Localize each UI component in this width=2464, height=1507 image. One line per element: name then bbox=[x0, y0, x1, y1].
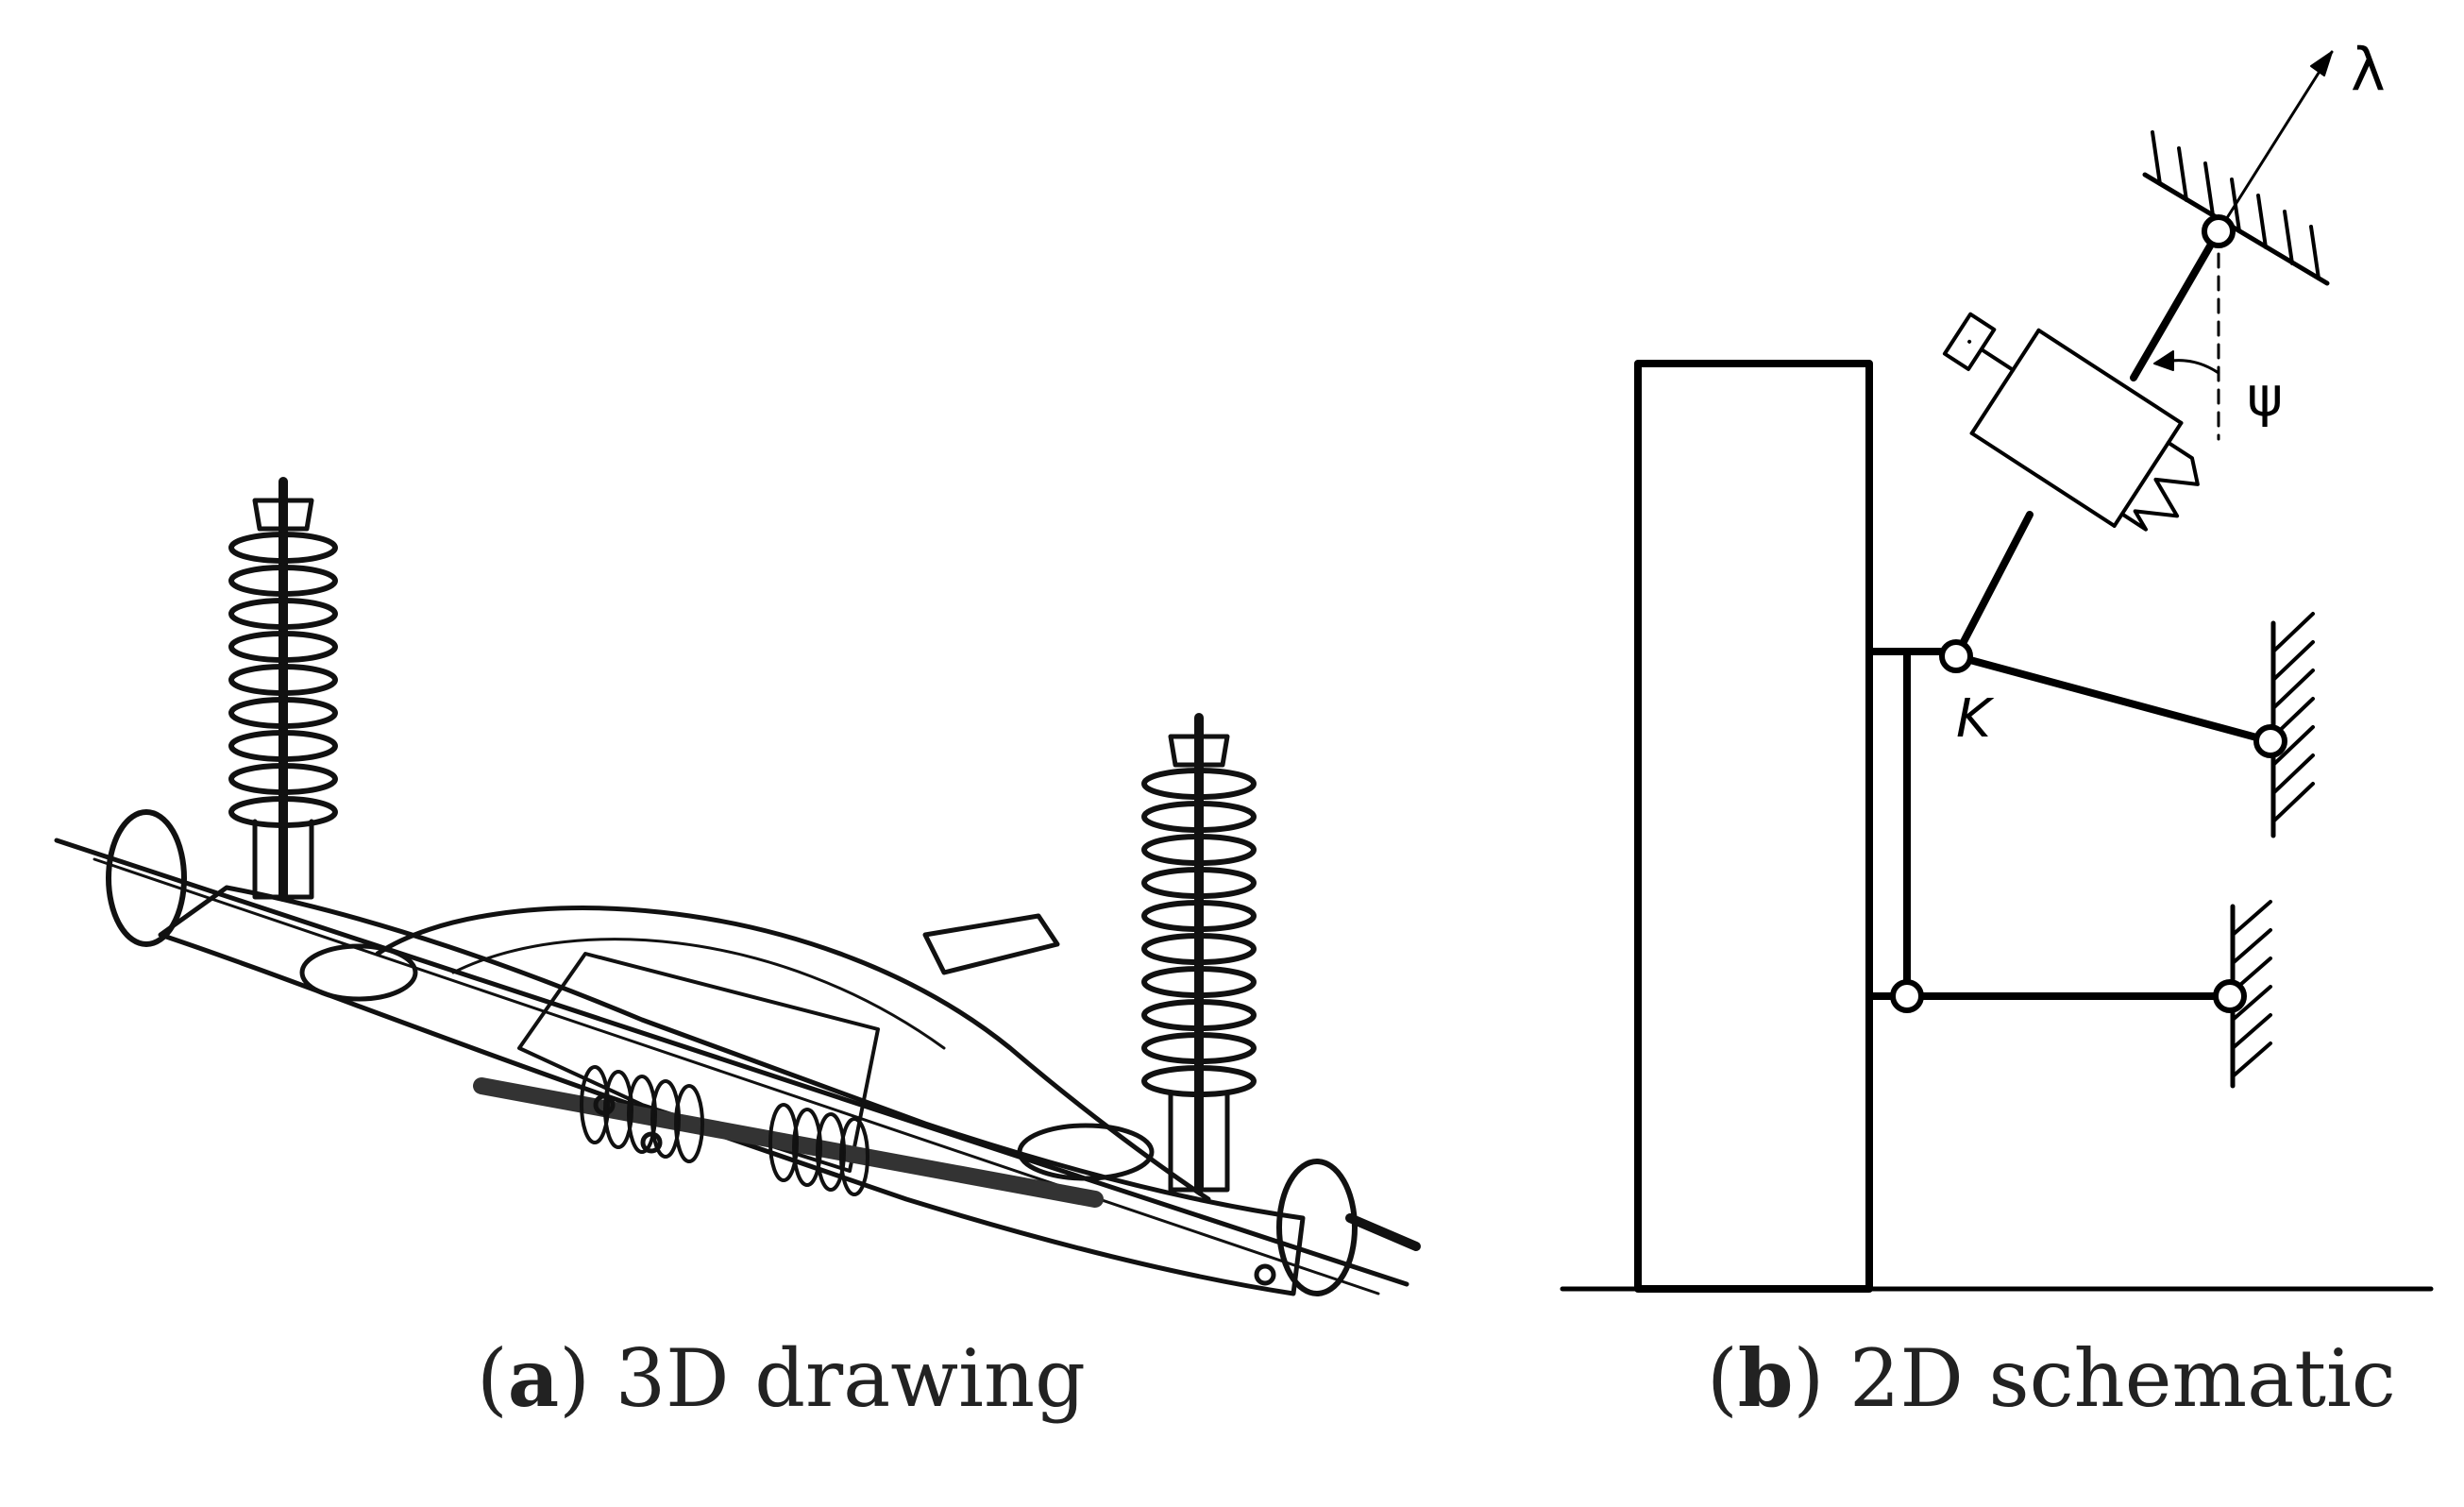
joint-lower-upright bbox=[1890, 979, 1924, 1013]
mount-bolt-1 bbox=[593, 1093, 616, 1116]
strut-upper bbox=[2130, 228, 2222, 381]
top-mount-hatching bbox=[2151, 130, 2321, 280]
control-arm-upper bbox=[1952, 652, 2274, 745]
tie-rod-lower bbox=[93, 857, 1380, 1295]
suspension-3d-drawing bbox=[38, 444, 1435, 1360]
mount-bolt-2 bbox=[640, 1131, 663, 1154]
left-strut-top bbox=[252, 498, 314, 532]
caption-b-letter: b bbox=[1737, 1331, 1794, 1425]
mount-bolt-3 bbox=[1254, 1263, 1276, 1286]
wheel-block bbox=[1634, 360, 1873, 1293]
steering-axis-arrowhead bbox=[2310, 51, 2333, 76]
spring-zigzag bbox=[2119, 440, 2200, 532]
spring-damper-unit bbox=[1942, 312, 2200, 532]
left-strut-body bbox=[252, 819, 314, 900]
subframe-hole-2 bbox=[1017, 1123, 1155, 1181]
suspension-2d-schematic: λ ψ K bbox=[1548, 0, 2464, 1322]
caption-a: (a) 3D drawing bbox=[477, 1331, 1086, 1425]
right-hub bbox=[1276, 1159, 1358, 1296]
subframe-body bbox=[158, 885, 1306, 1296]
caption-b: (b) 2D schematic bbox=[1707, 1331, 2396, 1425]
joint-top-mount bbox=[2202, 214, 2236, 248]
wall-upper-hatching bbox=[2271, 612, 2315, 823]
strut-lower bbox=[1952, 511, 2034, 660]
steering-rack-tube bbox=[473, 1077, 1104, 1208]
steering-axis-line bbox=[2217, 50, 2334, 233]
right-coil-spring bbox=[1141, 768, 1257, 1097]
subframe-arch bbox=[375, 906, 1211, 1202]
right-spindle bbox=[1345, 1213, 1421, 1251]
k-label: K bbox=[1956, 688, 1995, 750]
top-bracket bbox=[922, 913, 1060, 975]
psi-label: ψ bbox=[2247, 364, 2283, 429]
left-hub bbox=[106, 809, 187, 947]
spring-damper-housing bbox=[1967, 328, 2186, 529]
steering-rack-plate bbox=[517, 952, 880, 1173]
subframe-arch-inner bbox=[451, 938, 946, 1050]
right-strut-top bbox=[1168, 734, 1230, 768]
schematic-svg: λ ψ K bbox=[1560, 35, 2434, 1293]
suspension-3d-svg bbox=[54, 477, 1421, 1296]
joint-upper-arm-wall bbox=[2253, 724, 2287, 758]
caption-b-text: 2D schematic bbox=[1849, 1332, 2396, 1425]
rack-bellows-left bbox=[580, 1065, 704, 1163]
left-coil-spring bbox=[228, 532, 338, 828]
psi-arc-arrowhead bbox=[2153, 350, 2174, 371]
rack-bellows-right bbox=[768, 1103, 869, 1196]
subframe-hole-1 bbox=[299, 943, 418, 1002]
lambda-label: λ bbox=[2351, 35, 2386, 104]
top-mount-base bbox=[2142, 172, 2330, 286]
joints bbox=[1890, 214, 2287, 1013]
tie-rod bbox=[54, 838, 1409, 1287]
joint-lower-wall bbox=[2213, 979, 2247, 1013]
joint-k bbox=[1939, 639, 1973, 673]
caption-a-letter: a bbox=[507, 1331, 560, 1425]
caption-a-text: 3D drawing bbox=[615, 1332, 1086, 1425]
right-strut-body bbox=[1168, 1092, 1230, 1193]
damper-symbol bbox=[1942, 312, 2016, 372]
